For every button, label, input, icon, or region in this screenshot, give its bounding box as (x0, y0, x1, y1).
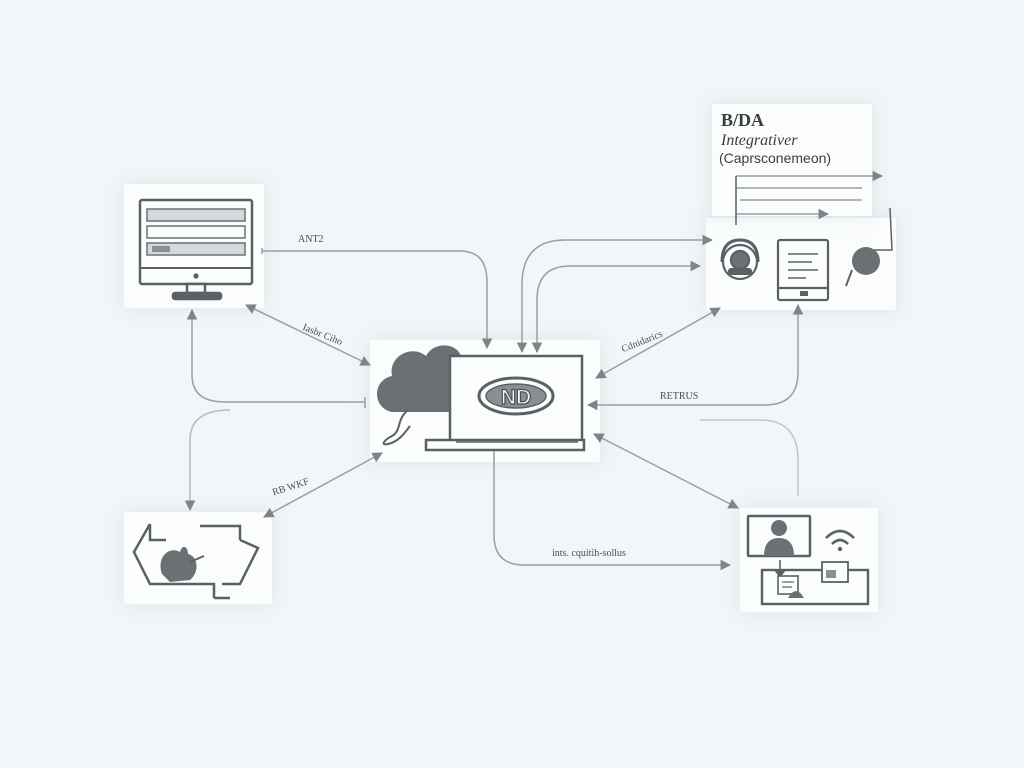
headset-person-icon (720, 238, 760, 281)
edge-to-bottom-left (190, 409, 231, 510)
laptop-logo-icon (477, 376, 555, 416)
animal-device-icon (132, 523, 260, 600)
edge-bottom-left-laptop (263, 452, 383, 518)
edge-laptop-station (593, 433, 739, 509)
title-line-3: (Caprsconemeon) (719, 150, 832, 166)
desk-station-icon (760, 560, 870, 606)
edge-laptop-support-2 (531, 260, 702, 354)
wifi-icon (825, 529, 855, 552)
title-line-1: B/DA (721, 110, 765, 130)
tablet-icon (776, 238, 830, 302)
edge-laptop-bottom-route (493, 450, 732, 571)
video-call-icon (746, 514, 812, 558)
edge-monitor-cloud-diagonal (245, 304, 371, 366)
edge-monitor-to-laptop (261, 248, 487, 348)
edge-support-to-laptop (586, 303, 804, 411)
title-line-2: Integrativer (721, 132, 798, 149)
person-icon (845, 247, 880, 287)
edge-monitor-loop (192, 310, 366, 408)
monitor-icon (138, 198, 254, 301)
edge-laptop-support-1 (516, 234, 714, 354)
edge-label-top-left: ANT2 (298, 234, 324, 245)
edge-faded-bottom-right (700, 419, 799, 496)
laptop-logo-text: ND (501, 386, 531, 409)
edge-laptop-support-diagonal (595, 307, 721, 379)
edge-label-bottom: ints. cquitih-sollus (552, 548, 626, 559)
edge-label-right: RETRUS (660, 391, 699, 402)
title-bracket (735, 176, 893, 251)
animal-icon (160, 546, 205, 582)
title-panel: B/DA Integrativer (Caprsconemeon) (712, 104, 872, 216)
cloud-icon (377, 345, 462, 446)
